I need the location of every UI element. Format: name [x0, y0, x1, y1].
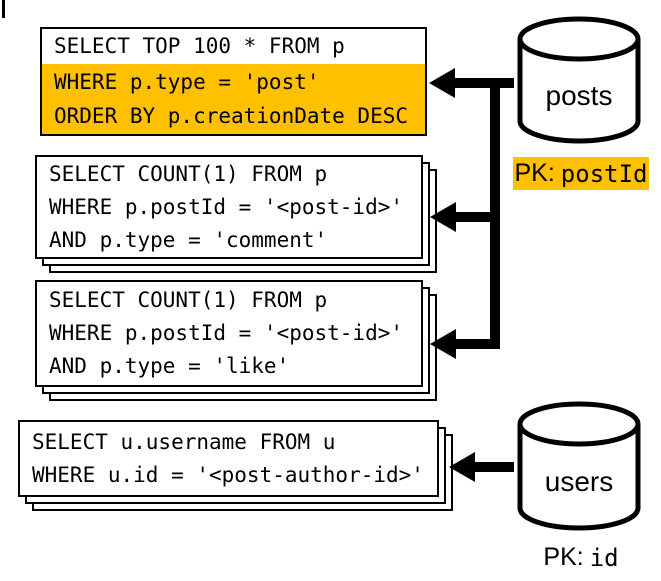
sql-line: WHERE u.id = '<post-author-id>' [32, 462, 424, 487]
crop-artifact-line [2, 0, 5, 18]
query-box-top-posts: SELECT TOP 100 * FROM p WHERE p.type = '… [40, 27, 427, 136]
arrow-posts-to-like-query [430, 83, 500, 359]
query-box-like-count: SELECT COUNT(1) FROM p WHERE p.postId = … [35, 280, 437, 401]
sql-line: AND p.type = 'comment' [49, 227, 328, 252]
sql-line-highlighted: WHERE p.type = 'post' [54, 69, 320, 94]
query-box-like-count-front: SELECT COUNT(1) FROM p WHERE p.postId = … [35, 280, 423, 387]
sql-line: SELECT u.username FROM u [32, 429, 336, 454]
query-box-comment-count-front: SELECT COUNT(1) FROM p WHERE p.postId = … [35, 155, 423, 259]
sql-line: AND p.type = 'like' [49, 354, 290, 378]
pk-prefix-label: PK: [514, 159, 555, 187]
sql-line: WHERE p.postId = '<post-id>' [49, 321, 404, 345]
query-box-username-front: SELECT u.username FROM u WHERE u.id = '<… [18, 420, 439, 497]
users-db-name: users [544, 466, 614, 497]
sql-line: WHERE p.postId = '<post-id>' [49, 194, 404, 219]
query-box-comment-count: SELECT COUNT(1) FROM p WHERE p.postId = … [35, 155, 437, 273]
arrow-posts-to-comment-query [430, 202, 497, 232]
sql-line-highlighted: ORDER BY p.creationDate DESC [54, 104, 409, 128]
posts-pk-badge: PK:postId [513, 157, 649, 190]
arrow-users-to-username-query [449, 452, 514, 482]
pk-field-label: postId [560, 159, 648, 188]
pk-prefix-label: PK: [543, 543, 584, 571]
sql-line: SELECT TOP 100 * FROM p [54, 34, 345, 58]
posts-db-name: posts [545, 80, 613, 111]
users-pk-badge: PK:id [513, 541, 649, 574]
highlighted-sql-block: WHERE p.type = 'post' ORDER BY p.creatio… [42, 64, 425, 134]
query-box-username: SELECT u.username FROM u WHERE u.id = '<… [18, 420, 453, 511]
sql-line: SELECT COUNT(1) FROM p [49, 161, 328, 186]
sql-line: SELECT COUNT(1) FROM p [49, 288, 328, 312]
pk-field-label: id [589, 543, 619, 572]
arrow-posts-to-top-query [429, 68, 514, 98]
